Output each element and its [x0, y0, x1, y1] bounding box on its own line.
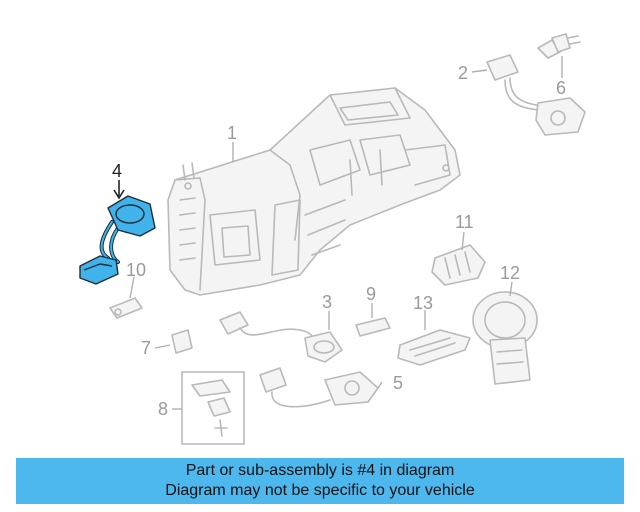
callout-9: 9	[366, 284, 376, 304]
callout-6: 6	[556, 78, 566, 98]
part-13-module	[397, 329, 471, 366]
callout-2: 2	[458, 63, 468, 83]
callout-13: 13	[413, 293, 433, 313]
callout-5: 5	[393, 373, 403, 393]
part-2-harness-connector	[486, 54, 586, 136]
part-4-highlighted-sensor	[79, 195, 156, 285]
callout-7: 7	[141, 338, 151, 358]
callout-labels: 1 2 3 4 5 6 7 8 9 10 11 12 13	[112, 63, 566, 419]
callout-12: 12	[500, 263, 520, 283]
banner-line-disclaimer: Diagram may not be specific to your vehi…	[165, 482, 475, 499]
part-7-clip	[171, 329, 193, 354]
info-banner: Part or sub-assembly is #4 in diagram Di…	[16, 458, 624, 504]
part-9-link	[355, 317, 391, 337]
part-11-resistor	[431, 244, 486, 286]
part-6-bulb	[537, 33, 581, 59]
callout-3: 3	[322, 292, 332, 312]
banner-line-part-number: Part or sub-assembly is #4 in diagram	[185, 462, 455, 479]
part-1-hvac-housing	[167, 87, 461, 296]
part-3-sensor	[219, 311, 343, 363]
part-10-grommet	[109, 297, 143, 319]
callout-4: 4	[112, 161, 122, 181]
callout-11: 11	[455, 212, 474, 232]
callout-8: 8	[158, 399, 168, 419]
part-5-actuator	[259, 367, 379, 408]
part-12-blower-motor	[472, 291, 538, 385]
leader-lines	[113, 56, 563, 410]
callout-1: 1	[227, 123, 237, 143]
part-8-kit	[181, 371, 245, 445]
callout-10: 10	[126, 260, 146, 280]
